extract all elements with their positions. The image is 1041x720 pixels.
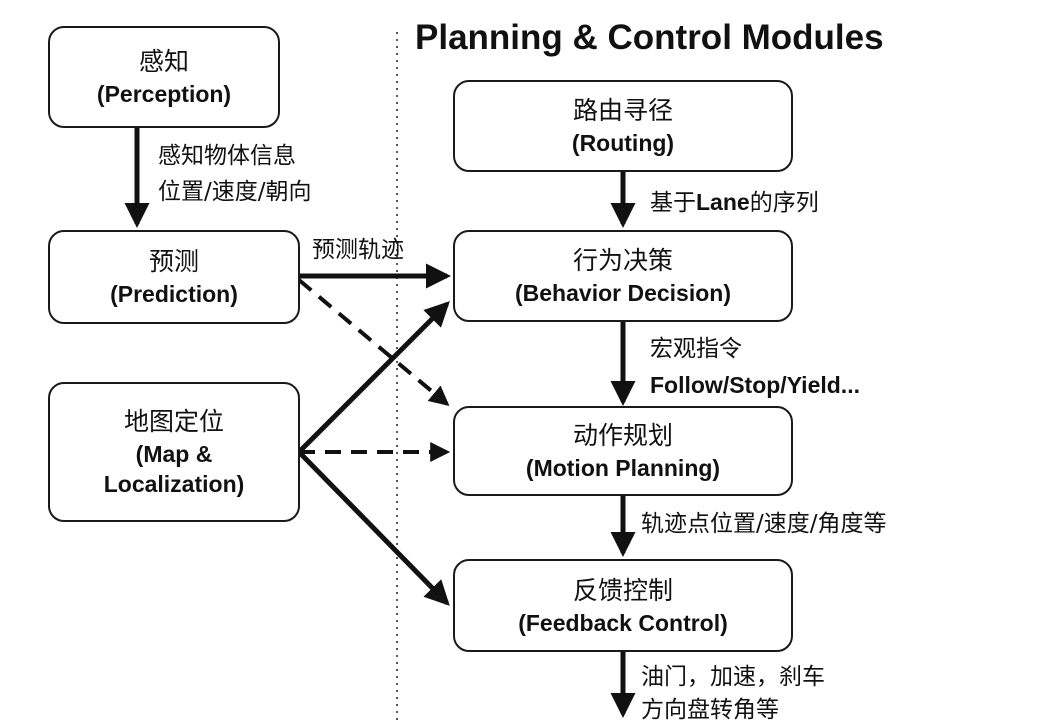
label-routing-output-bold: Lane — [696, 189, 750, 215]
label-perception-output-line1: 感知物体信息 — [158, 143, 296, 169]
node-perception-en: (Perception) — [96, 81, 232, 107]
label-behavior-output-line2: Follow/Stop/Yield... — [650, 372, 860, 398]
node-map-localization-en-line1: (Map & — [135, 441, 213, 467]
node-perception-zh: 感知 — [138, 47, 189, 76]
node-feedback-control-zh: 反馈控制 — [572, 575, 673, 605]
node-motion-planning-zh: 动作规划 — [572, 421, 673, 450]
label-routing-output-prefix: 基于 — [650, 190, 696, 216]
node-routing-en: (Routing) — [571, 130, 675, 156]
node-routing: 路由寻径 (Routing) — [453, 80, 793, 172]
node-map-localization-en-line2: Localization) — [103, 471, 245, 497]
label-routing-output: 基于Lane的序列 — [650, 186, 819, 219]
node-prediction: 预测 (Prediction) — [48, 230, 300, 324]
node-prediction-en: (Prediction) — [110, 281, 238, 307]
edge-map-to-feedback — [297, 450, 450, 606]
node-prediction-zh: 预测 — [148, 247, 199, 276]
label-perception-output-line2: 位置/速度/朝向 — [158, 179, 312, 205]
node-behavior-decision-en: (Behavior Decision) — [515, 280, 731, 306]
label-feedback-output-line2: 方向盘转角等 — [641, 697, 779, 720]
node-routing-zh: 路由寻径 — [572, 96, 673, 125]
node-motion-planning: 动作规划 (Motion Planning) — [453, 406, 793, 496]
node-feedback-control: 反馈控制 (Feedback Control) — [453, 559, 793, 652]
label-behavior-output-line1: 宏观指令 — [650, 336, 742, 362]
label-feedback-output-line1: 油门，加速，刹车 — [641, 664, 825, 690]
node-feedback-control-en: (Feedback Control) — [518, 609, 728, 636]
node-behavior-decision: 行为决策 (Behavior Decision) — [453, 230, 793, 322]
node-map-localization: 地图定位 (Map & Localization) — [48, 382, 300, 522]
label-motion-output: 轨迹点位置/速度/角度等 — [641, 511, 887, 537]
label-routing-output-suffix: 的序列 — [749, 190, 819, 216]
edge-prediction-to-motion-dashed — [297, 278, 450, 407]
node-behavior-decision-zh: 行为决策 — [572, 246, 673, 275]
node-motion-planning-en: (Motion Planning) — [525, 455, 721, 481]
diagram-title: Planning & Control Modules — [415, 18, 884, 57]
label-prediction-trajectory: 预测轨迹 — [312, 237, 404, 263]
node-perception: 感知 (Perception) — [48, 26, 280, 128]
edge-map-to-behavior — [297, 301, 450, 454]
node-map-localization-zh: 地图定位 — [123, 407, 224, 436]
